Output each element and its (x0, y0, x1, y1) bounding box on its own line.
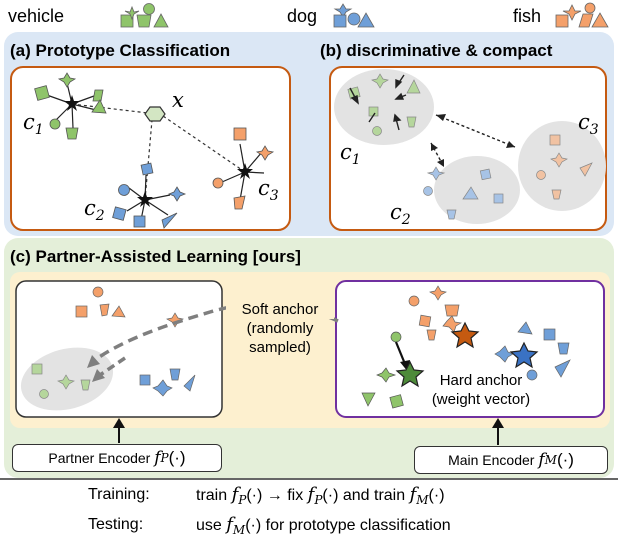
panel-b-c2-label: c2 (390, 200, 411, 229)
panel-b-c1-label: c1 (340, 140, 361, 169)
star-green (395, 360, 425, 388)
panel-a-box (10, 66, 291, 231)
main-content (361, 285, 571, 409)
panel-b-content (334, 69, 606, 224)
star-c2 (137, 191, 153, 207)
legend-dog-shapes (333, 3, 375, 28)
panel-a-c3-label: c3 (258, 176, 279, 205)
star-c3 (237, 163, 253, 179)
soft-anchor-arrow (90, 302, 339, 364)
x-hexagon (144, 106, 166, 122)
hard-anchor-label: Hard anchor (weight vector) (431, 372, 531, 408)
partner-content (20, 286, 339, 411)
panel-b-title: (b) discriminative & compact (320, 41, 553, 60)
star-orange (450, 321, 480, 349)
panel-c-title: (c) Partner-Assisted Learning [ours] (10, 247, 301, 266)
legend-vehicle-label: vehicle (8, 6, 65, 26)
panel-b-c3-label: c3 (578, 110, 599, 139)
legend-fish-shapes (555, 2, 609, 28)
panel-a-c1-label: c1 (23, 110, 44, 139)
panel-a-title: (a) Prototype Classification (10, 41, 231, 60)
legend-fish-label: fish (513, 6, 542, 26)
legend-vehicle-shapes (120, 3, 169, 28)
legend-dog-label: dog (287, 6, 318, 26)
star-c1 (64, 95, 80, 111)
soft-anchor-label: Soft anchor (randomly sampled) (226, 300, 334, 357)
panel-a-c2-label: c2 (84, 196, 105, 225)
star-blue (509, 341, 539, 369)
testing-row: Testing: use fM(·) for prototype classif… (88, 514, 451, 538)
panel-a-x-label: x (172, 88, 184, 112)
panel-a-content (34, 72, 275, 229)
training-row: Training: train fP(·) → fix fP(·) and tr… (88, 484, 445, 508)
